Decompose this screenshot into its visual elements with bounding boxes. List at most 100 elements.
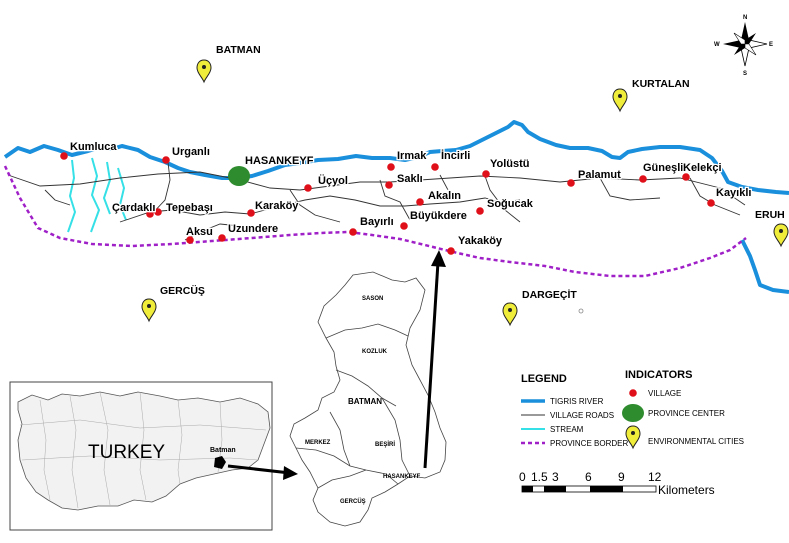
- compass-s: S: [743, 71, 747, 77]
- district-label: MERKEZ: [305, 440, 331, 446]
- pin-icon: [141, 298, 157, 323]
- city-label: BATMAN: [216, 44, 261, 56]
- village-dot: [385, 181, 393, 189]
- village-dot: [146, 210, 154, 218]
- village-dot: [416, 198, 424, 206]
- village-dot: [60, 152, 68, 160]
- village-label: Kelekçi: [683, 162, 722, 174]
- village-label: Bayırlı: [360, 216, 394, 228]
- scale-tick: 0: [519, 470, 526, 484]
- city-pins: [141, 59, 789, 327]
- village-label: Aksu: [186, 226, 213, 238]
- tigris-river: [3, 120, 789, 195]
- country-label: TURKEY: [88, 442, 165, 463]
- indicator-center-swatch: [622, 404, 644, 422]
- village-dot: [186, 236, 194, 244]
- village-label: Yolüstü: [490, 158, 530, 170]
- village-dot: [682, 173, 690, 181]
- legend-title: LEGEND: [521, 373, 567, 385]
- compass-e: E: [769, 42, 773, 48]
- district-label: HASANKEYF: [383, 474, 421, 480]
- legend-road: VILLAGE ROADS: [550, 411, 614, 420]
- village-dot: [247, 209, 255, 217]
- scale-tick: 9: [618, 470, 625, 484]
- village-label: Kumluca: [70, 141, 117, 153]
- village-dot: [400, 222, 408, 230]
- village-label: Üçyol: [318, 174, 348, 187]
- batman-marker-label: Batman: [210, 447, 236, 454]
- legend-river: TIGRIS RIVER: [550, 397, 604, 406]
- turkey-provinces: [19, 391, 267, 509]
- center-label: HASANKEYF: [245, 155, 314, 167]
- village-label: Yakaköy: [458, 235, 503, 247]
- district-label: KOZLUK: [362, 349, 388, 355]
- district-label: GERCÜŞ: [340, 498, 366, 505]
- compass-n: N: [743, 15, 747, 21]
- turkey-outline: [17, 391, 271, 511]
- tigris-river-east: [740, 239, 789, 294]
- village-label: Büyükdere: [410, 210, 467, 222]
- compass-w: W: [714, 42, 720, 48]
- district-label: SASON: [362, 296, 383, 302]
- village-dot: [476, 207, 484, 215]
- city-label: KURTALAN: [632, 78, 690, 90]
- village-dot: [162, 156, 170, 164]
- village-dot: [447, 247, 455, 255]
- streams: [67, 157, 127, 233]
- city-label: DARGEÇİT: [522, 288, 577, 301]
- indicator-village: VILLAGE: [648, 389, 681, 398]
- village-label: Çardaklı: [112, 202, 155, 214]
- village-label: Güneşli: [643, 162, 683, 174]
- village-label: Kayıklı: [716, 187, 751, 199]
- scale-tick: 1.5: [531, 470, 548, 484]
- village-label: Urganlı: [172, 146, 210, 158]
- arrows: [227, 250, 446, 480]
- village-dot: [707, 199, 715, 207]
- pin-icon: [502, 302, 518, 327]
- indicators-title: INDICATORS: [625, 369, 692, 381]
- small-marker: [578, 308, 584, 314]
- village-dots: [60, 152, 715, 255]
- batman-province-marker: [214, 456, 226, 469]
- scale-unit: Kilometers: [658, 483, 715, 497]
- village-dot: [304, 184, 312, 192]
- scale-tick: 12: [648, 470, 662, 484]
- village-label: Irmak: [397, 150, 427, 162]
- village-label: Karaköy: [255, 200, 299, 212]
- scale-tick: 6: [585, 470, 592, 484]
- pin-icon: [196, 59, 212, 84]
- village-dot: [154, 208, 162, 216]
- legend-border: PROVINCE BORDER: [550, 439, 628, 448]
- city-label: ERUH: [755, 209, 785, 221]
- pin-icon: [625, 425, 641, 450]
- district-label: BATMAN: [348, 397, 382, 406]
- city-label: GERCÜŞ: [160, 284, 205, 297]
- village-label: Akalın: [428, 190, 461, 202]
- village-label: Uzundere: [228, 223, 278, 235]
- district-label: BEŞİRİ: [375, 441, 395, 448]
- village-label: Palamut: [578, 169, 621, 181]
- indicator-pin: ENVIRONMENTAL CITIES: [648, 437, 744, 446]
- village-dot: [431, 163, 439, 171]
- scale-tick: 3: [552, 470, 559, 484]
- village-dot: [567, 179, 575, 187]
- pin-icon: [773, 223, 789, 248]
- village-roads: [7, 161, 746, 241]
- indicator-center: PROVINCE CENTER: [648, 409, 725, 418]
- legend-stream: STREAM: [550, 425, 584, 434]
- compass-icon: N S E W: [714, 15, 773, 77]
- scale-bar: [521, 485, 657, 493]
- province-border: [3, 165, 747, 278]
- village-dot: [639, 175, 647, 183]
- village-label: Tepebaşı: [166, 202, 213, 214]
- village-label: Saklı: [397, 173, 423, 185]
- village-dot: [387, 163, 395, 171]
- province-inset: [289, 271, 447, 527]
- province-center-marker: [228, 166, 250, 186]
- village-label: Soğucak: [487, 198, 534, 210]
- village-dot: [218, 234, 226, 242]
- village-label: İncirli: [441, 149, 470, 162]
- village-dot: [349, 228, 357, 236]
